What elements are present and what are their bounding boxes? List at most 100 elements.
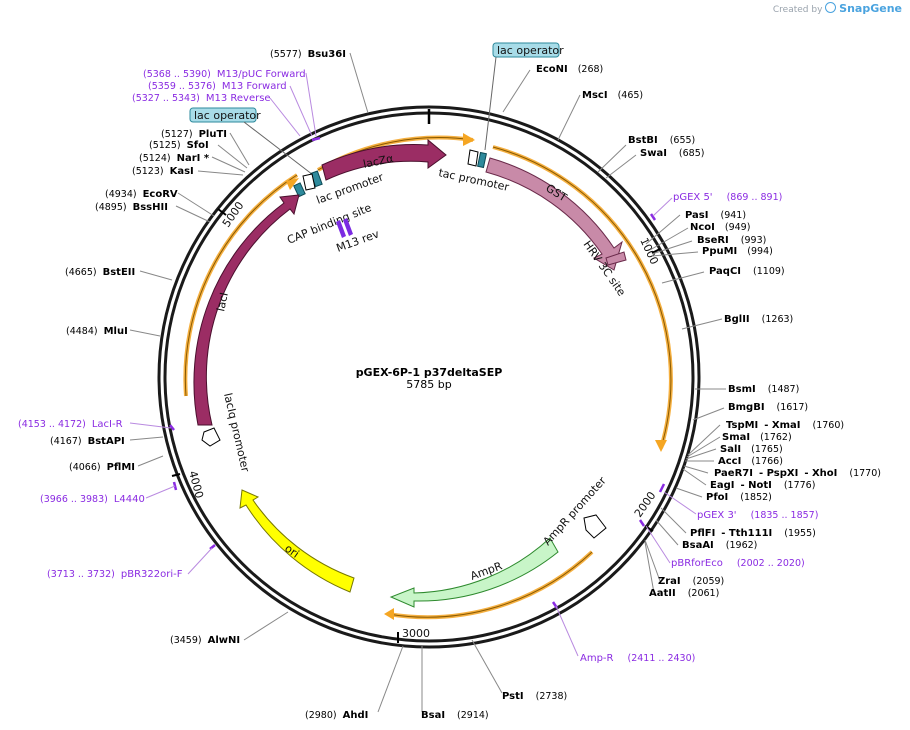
- lac-operator-callout-1[interactable]: [492, 42, 560, 58]
- site-pos: (1770): [849, 468, 881, 479]
- primer-m13-puc-forward[interactable]: M13/pUC Forward: [217, 69, 306, 80]
- lac-operator-leader-2: [243, 121, 318, 179]
- site-bsai[interactable]: BsaI: [421, 710, 445, 721]
- site-bsteii[interactable]: BstEII: [103, 267, 136, 278]
- backbone-outer: [157, 105, 701, 649]
- hrv-site-feature[interactable]: [605, 251, 627, 266]
- site-bsaai[interactable]: BsaAI: [682, 540, 714, 551]
- lac-operator-leader-1: [484, 56, 497, 151]
- lacza-feature[interactable]: [321, 138, 447, 181]
- primer-pbrforeco[interactable]: pBRforEco: [671, 558, 723, 569]
- ori-feature[interactable]: [239, 489, 355, 593]
- site-pasi[interactable]: PasI: [685, 210, 708, 221]
- site-pos: (1617): [777, 402, 809, 413]
- svg-text:(3459)AlwNI: (3459) AlwNI: [170, 635, 240, 646]
- laci-feature[interactable]: [193, 194, 300, 426]
- ampr-feature[interactable]: [389, 537, 559, 608]
- svg-text:(5368 .. 5390)M13/pUC Forward: (5368 .. 5390)M13/pUC Forward: [143, 69, 306, 80]
- site-pos: (1765): [751, 444, 783, 455]
- site-nari[interactable]: NarI *: [177, 153, 210, 164]
- site-eagi[interactable]: EagI: [710, 480, 734, 491]
- orf-arrowhead-2: [384, 608, 394, 620]
- primer-m13-reverse[interactable]: M13 Reverse: [206, 93, 271, 104]
- site-bseri[interactable]: BseRI: [697, 235, 729, 246]
- svg-text:BsaI(2914): BsaI(2914): [421, 710, 489, 721]
- site-ecorv[interactable]: EcoRV: [143, 189, 178, 200]
- svg-text:PasI(941): PasI(941): [685, 210, 746, 221]
- site-pos: (3459): [170, 635, 202, 646]
- site-pfoi[interactable]: PfoI: [706, 492, 728, 503]
- site-aatii[interactable]: AatII: [649, 588, 676, 599]
- primer-pgex-3[interactable]: pGEX 3': [697, 510, 737, 521]
- primer-pgex-5[interactable]: pGEX 5': [673, 192, 713, 203]
- svg-text:(4665)BstEII: (4665)BstEII: [65, 267, 135, 278]
- site-pos: (2980): [305, 710, 337, 721]
- site-ncoi[interactable]: NcoI: [690, 222, 715, 233]
- m13rev-feature[interactable]: [336, 218, 353, 238]
- site-mlui[interactable]: MluI: [104, 326, 128, 337]
- lac-operator-callout-2[interactable]: [189, 107, 257, 123]
- site-bsshii[interactable]: BssHII: [133, 202, 168, 213]
- site-bglii[interactable]: BglII: [724, 314, 750, 325]
- plasmid-name: pGEX-6P-1 p37deltaSEP: [356, 366, 503, 379]
- site-zrai[interactable]: ZraI: [658, 576, 681, 587]
- site-noti[interactable]: - NotI: [740, 480, 771, 491]
- svg-text:(4934)EcoRV: (4934)EcoRV: [105, 189, 178, 200]
- site-paer7i[interactable]: PaeR7I: [714, 468, 753, 479]
- svg-text:PaqCI(1109): PaqCI(1109): [709, 266, 785, 277]
- primer-m13-forward[interactable]: M13 Forward: [222, 81, 287, 92]
- ampr-promoter-label: AmpR promoter: [541, 474, 609, 548]
- site-pflfi[interactable]: PflFI: [690, 528, 715, 539]
- site-pos: (268): [578, 64, 604, 75]
- primer-range: (3966 .. 3983): [40, 494, 108, 505]
- svg-text:(5127)PluTI: (5127)PluTI: [161, 129, 227, 140]
- site-ppumi[interactable]: PpuMI: [702, 246, 737, 257]
- site-pos: (4895): [95, 202, 127, 213]
- lac-promoter-feature[interactable]: [302, 173, 316, 191]
- site-bsmi[interactable]: BsmI: [728, 384, 756, 395]
- tac-promoter-feature[interactable]: [467, 149, 479, 167]
- site-bsu36i[interactable]: Bsu36I: [308, 49, 346, 60]
- svg-text:NcoI(949): NcoI(949): [690, 222, 750, 233]
- site-kasi[interactable]: KasI: [170, 166, 194, 177]
- site-econi[interactable]: EcoNI: [536, 64, 568, 75]
- site-swai[interactable]: SwaI: [640, 148, 667, 159]
- site-bstbi[interactable]: BstBI: [628, 135, 658, 146]
- site-pluti[interactable]: PluTI: [199, 129, 227, 140]
- site-acci[interactable]: AccI: [718, 456, 741, 467]
- site-sfoi[interactable]: SfoI: [187, 140, 209, 151]
- svg-text:PstI(2738): PstI(2738): [502, 691, 567, 702]
- site-alwni[interactable]: AlwNI: [208, 635, 241, 646]
- primer-laci-r[interactable]: LacI-R: [92, 419, 123, 430]
- ampr-promoter-feature[interactable]: [583, 514, 607, 539]
- site-psti[interactable]: PstI: [502, 691, 524, 702]
- site-pos: (1766): [751, 456, 783, 467]
- site-sali[interactable]: SalI: [720, 444, 741, 455]
- cap-site-feature[interactable]: [293, 182, 306, 198]
- lac-operator-label-2: lac operator: [194, 109, 261, 122]
- svg-text:EagI- NotI(1776): EagI- NotI(1776): [710, 480, 815, 491]
- site-smai[interactable]: SmaI: [722, 432, 750, 443]
- site-xhoi[interactable]: - XhoI: [804, 468, 837, 479]
- svg-text:(5327 .. 5343)M13 Reverse: (5327 .. 5343)M13 Reverse: [132, 93, 271, 104]
- site-msci[interactable]: MscI: [582, 90, 608, 101]
- lac-operator-box-1[interactable]: [477, 151, 487, 169]
- snapgene-logo-icon: [825, 2, 837, 13]
- primer-amp-r[interactable]: Amp-R: [580, 653, 614, 664]
- lacza-label: lacZα: [362, 152, 395, 171]
- svg-text:BseRI(993): BseRI(993): [697, 235, 766, 246]
- site-xmai[interactable]: - XmaI: [764, 420, 800, 431]
- primer-l4440[interactable]: L4440: [114, 494, 145, 505]
- primer-pbr322ori-f[interactable]: pBR322ori-F: [121, 569, 183, 580]
- site-paqci[interactable]: PaqCI: [709, 266, 741, 277]
- site-tspmi[interactable]: TspMI: [726, 420, 758, 431]
- site-bstapi[interactable]: BstAPI: [88, 436, 125, 447]
- site-pspxi[interactable]: - PspXI: [759, 468, 798, 479]
- site-tth111i[interactable]: - Tth111I: [721, 528, 772, 539]
- site-ahdi[interactable]: AhdI: [343, 710, 369, 721]
- laciq-promoter-feature[interactable]: [201, 427, 221, 447]
- orf-arrowhead-3: [286, 178, 299, 190]
- svg-text:pGEX 5'(869 .. 891): pGEX 5'(869 .. 891): [673, 192, 782, 203]
- site-pflmi[interactable]: PflMI: [107, 462, 135, 473]
- site-bmgbi[interactable]: BmgBI: [728, 402, 765, 413]
